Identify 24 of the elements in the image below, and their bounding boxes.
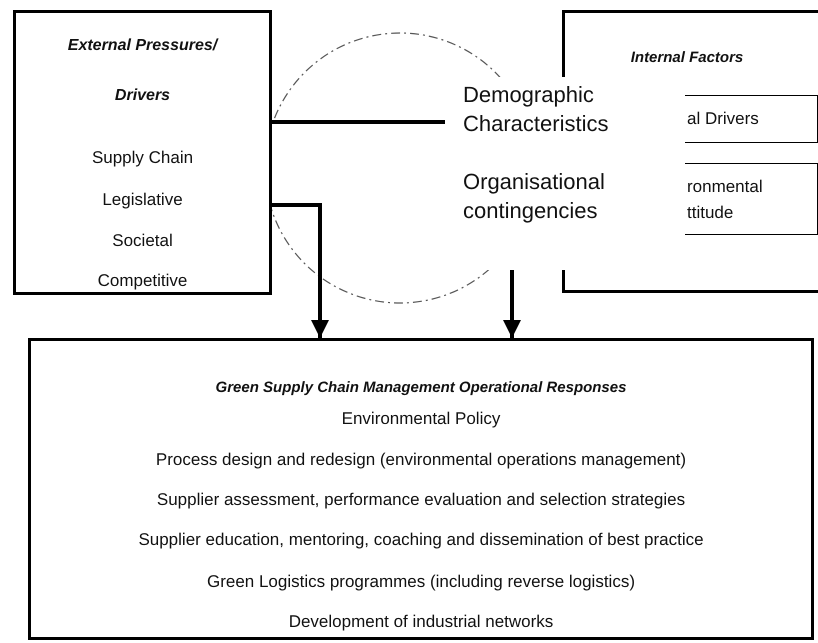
box-heading: Green Supply Chain Management Operational Responses <box>214 378 628 398</box>
list-item: al Drivers <box>687 108 760 130</box>
list-item: Development of industrial networks <box>288 611 554 633</box>
list-item: Societal <box>111 230 174 252</box>
list-item: Supply Chain <box>90 147 194 169</box>
list-item: Legislative <box>101 189 184 211</box>
list-item: Supplier assessment, performance evaluation and selection strategies <box>156 489 686 511</box>
list-item: Supplier education, mentoring, coaching and dissemination of best practice <box>137 529 705 551</box>
connector-line <box>272 120 445 124</box>
box-heading: External Pressures/ Drivers <box>66 36 220 106</box>
list-item: ronmental ttitude <box>687 176 764 224</box>
list-item: Organisational contingencies <box>463 168 606 225</box>
box-heading: Internal Factors <box>630 48 744 68</box>
list-item: Environmental Policy <box>340 408 502 430</box>
list-item: Green Logistics programmes (including reverse logistics) <box>206 571 636 593</box>
factor-box <box>685 95 818 143</box>
list-item: Demographic Characteristics <box>463 81 610 138</box>
arrow <box>272 203 329 338</box>
arrow <box>503 270 521 338</box>
factor-box <box>685 163 818 235</box>
drivers-box <box>13 10 272 295</box>
list-item: Process design and redesign (environmental operations management) <box>154 449 688 471</box>
list-item: Competitive <box>96 270 188 292</box>
responses-box <box>28 338 814 640</box>
